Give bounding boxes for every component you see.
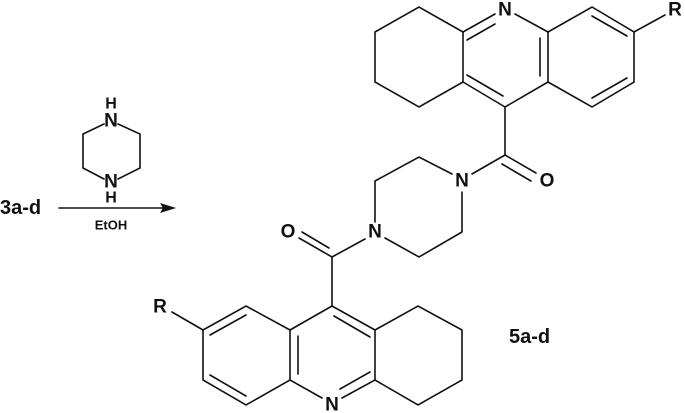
atom-n: N	[325, 395, 339, 413]
reactant-label: 3a-d	[0, 197, 41, 219]
atom-h: H	[105, 96, 117, 113]
r-group: R	[153, 297, 167, 318]
atom-h: H	[105, 190, 117, 207]
carbonyl-oxygen: O	[281, 222, 296, 243]
r-group: R	[668, 0, 682, 21]
upper-tetrahydroacridine: N R O	[374, 0, 682, 192]
reaction-arrow	[58, 203, 176, 213]
amide-nitrogen: N	[368, 222, 382, 243]
reaction-condition: EtOH	[95, 218, 128, 233]
piperazine-reagent: N H N H	[82, 96, 141, 207]
amide-nitrogen: N	[455, 171, 469, 192]
atom-n: N	[104, 172, 118, 193]
piperazine-linker: N N	[368, 156, 469, 258]
atom-n: N	[104, 111, 118, 132]
atom-n: N	[498, 0, 512, 21]
carbonyl-oxygen: O	[540, 171, 555, 192]
lower-tetrahydroacridine: O N R	[153, 222, 463, 413]
product-label: 5a-d	[509, 326, 550, 348]
